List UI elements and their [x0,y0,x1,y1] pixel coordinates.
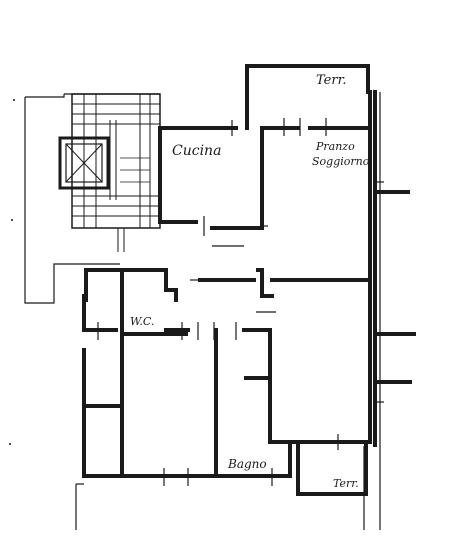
label-soggiorno: Soggiorno [312,155,370,168]
label-wc: W.C. [130,315,155,328]
label-terrazzo-top: Terr. [316,73,347,88]
label-pranzo: Pranzo [316,140,355,153]
label-terrazzo-bottom: Terr. [333,477,359,490]
label-cucina: Cucina [172,143,222,159]
walls [82,64,416,496]
stairwell [24,93,161,304]
label-bagno: Bagno [228,457,267,471]
thin-lines [75,92,384,530]
scan-marks [9,99,15,445]
